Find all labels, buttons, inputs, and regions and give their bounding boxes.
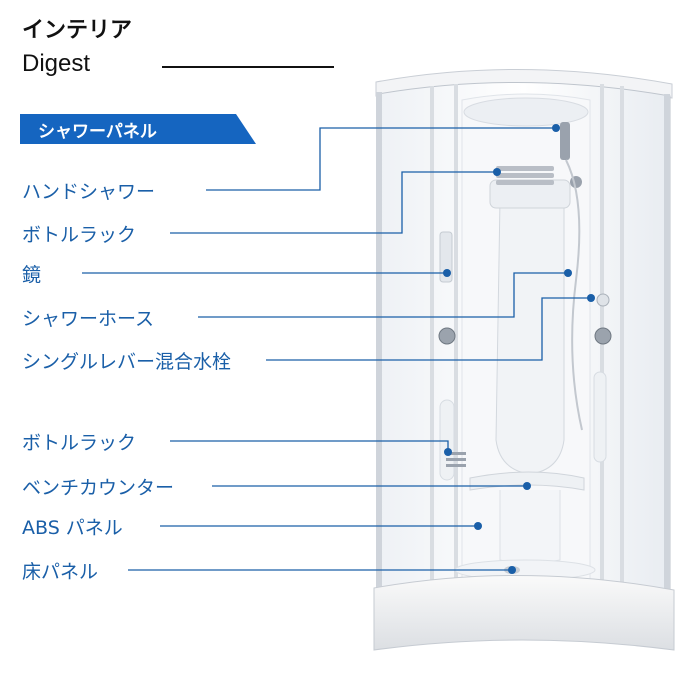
endpoint-dot-mixer [587,294,595,302]
header-rule [162,66,334,68]
brand-subtitle: Digest [22,50,91,77]
endpoint-dot-bench-counter [523,482,531,490]
endpoint-dot-bottle-rack-lower [444,448,452,456]
callout-label-mirror: 鏡 [22,264,42,286]
leader-line-bottle-rack-upper [170,171,497,234]
section-label: シャワーパネル [38,122,157,142]
section-banner [20,114,256,144]
callout-label-floor-panel: 床パネル [22,561,99,583]
leader-line-mixer [266,297,591,361]
brand-title: インテリア [22,18,133,43]
callout-label-shower-hose: シャワーホース [22,308,155,330]
endpoint-dot-floor-panel [508,566,516,574]
leader-line-hand-shower [206,127,556,191]
callout-label-mixer: シングルレバー混合水栓 [22,351,232,373]
callout-label-hand-shower: ハンドシャワー [22,181,156,203]
endpoint-dot-bottle-rack-upper [493,168,501,176]
callout-label-bench-counter: ベンチカウンター [22,477,175,499]
endpoint-dot-mirror [443,269,451,277]
endpoint-dot-hand-shower [552,124,560,132]
callout-label-bottle-rack-upper: ボトルラック [22,224,137,246]
leader-line-shower-hose [198,272,568,318]
endpoint-dot-shower-hose [564,269,572,277]
leader-line-bottle-rack-lower [170,440,449,452]
endpoint-dot-abs-panel [474,522,482,530]
callout-label-bottle-rack-lower: ボトルラック [22,432,137,454]
callout-label-abs-panel: ABS パネル [22,517,123,539]
